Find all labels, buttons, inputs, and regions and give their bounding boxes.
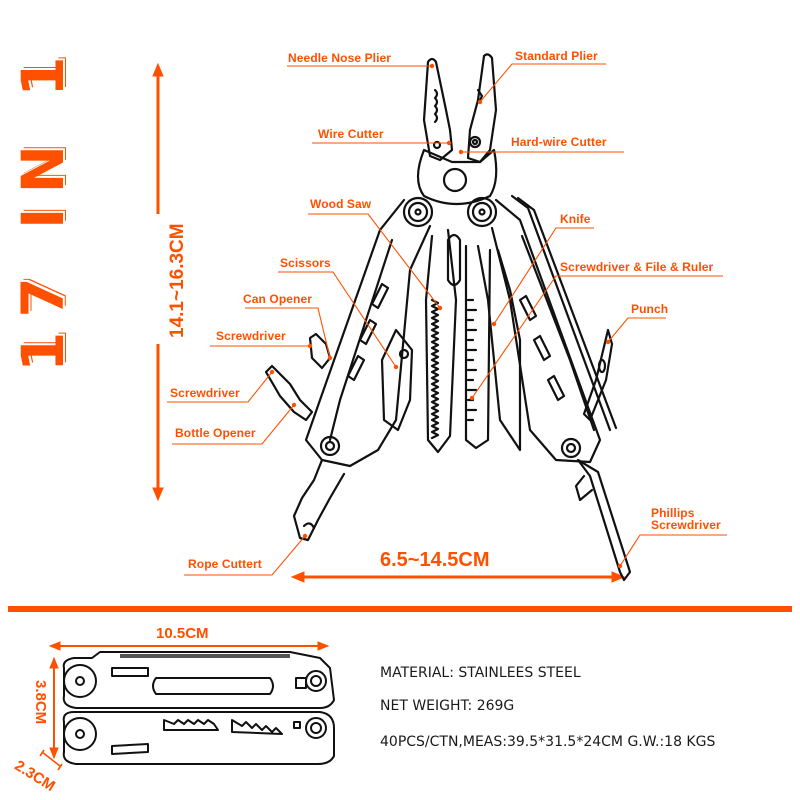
- callout-hard-wire-cutter: Hard-wire Cutter: [511, 135, 607, 149]
- callout-scissors: Scissors: [280, 256, 331, 270]
- callout-leaders: [167, 63, 727, 576]
- callout-screwdriver-lower: Screwdriver: [170, 386, 240, 400]
- callout-knife: Knife: [560, 212, 591, 226]
- callout-rope-cutter: Rope Cuttert: [188, 557, 262, 571]
- closed-multitool-illustration: [62, 651, 335, 765]
- spec-material: MATERIAL: STAINLEES STEEL: [380, 665, 581, 681]
- spec-packing: 40PCS/CTN,MEAS:39.5*31.5*24CM G.W.:18 KG…: [380, 734, 716, 750]
- spec-net-weight: NET WEIGHT: 269G: [380, 698, 515, 714]
- callout-dots: [269, 63, 623, 569]
- callout-needle-nose-plier: Needle Nose Plier: [288, 51, 392, 65]
- callout-bottle-opener: Bottle Opener: [175, 426, 256, 440]
- callout-screwdriver-upper: Screwdriver: [216, 329, 286, 343]
- callout-screwdriver-file-ruler: Screwdriver & File & Ruler: [560, 260, 714, 274]
- callout-wood-saw: Wood Saw: [310, 197, 372, 211]
- callout-wire-cutter: Wire Cutter: [318, 127, 384, 141]
- callout-punch: Punch: [631, 302, 669, 316]
- open-width-dimension: 6.5~14.5CM: [380, 549, 490, 571]
- closed-length-dimension: 10.5CM: [156, 625, 209, 642]
- callout-phillips-line2: Screwdriver: [651, 518, 721, 532]
- callout-can-opener: Can Opener: [243, 292, 313, 306]
- width-arrow: [290, 571, 626, 583]
- closed-dimension-arrows: [39, 641, 330, 771]
- callout-standard-plier: Standard Plier: [515, 49, 598, 63]
- open-multitool-illustration: [264, 53, 632, 582]
- callout-phillips-line1: Phillips: [651, 506, 695, 520]
- section-divider: [8, 606, 792, 612]
- closed-height-dimension: 3.8CM: [32, 680, 49, 725]
- height-arrow: [152, 62, 164, 502]
